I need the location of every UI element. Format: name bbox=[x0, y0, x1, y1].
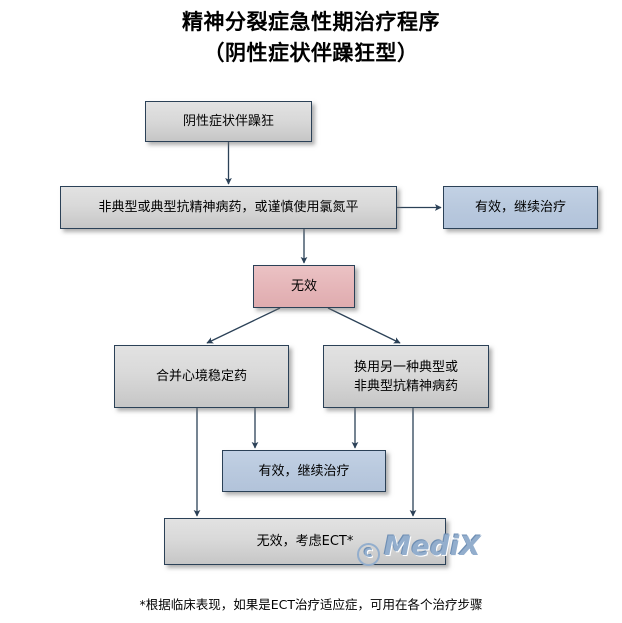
node-n8-label: 无效，考虑ECT* bbox=[256, 534, 354, 549]
node-first-line-treatment[interactable]: 非典型或典型抗精神病药，或谨慎使用氯氮平 bbox=[60, 186, 397, 229]
node-effective-continue-1[interactable]: 有效，继续治疗 bbox=[443, 186, 598, 229]
node-n5-label: 合并心境稳定药 bbox=[155, 369, 247, 384]
node-n1-label: 阴性症状伴躁狂 bbox=[182, 114, 274, 129]
node-add-mood-stabilizer[interactable]: 合并心境稳定药 bbox=[114, 345, 289, 408]
node-ineffective[interactable]: 无效 bbox=[253, 265, 355, 308]
page-subtitle: （阴性症状伴躁狂型） bbox=[203, 41, 419, 65]
node-effective-continue-2[interactable]: 有效，继续治疗 bbox=[222, 450, 386, 492]
node-n4-label: 无效 bbox=[290, 279, 317, 294]
edge-n4-n6 bbox=[327, 307, 401, 344]
node-n3-label: 有效，继续治疗 bbox=[474, 200, 566, 215]
footnote: *根据临床表现，如果是ECT治疗适应症，可用在各个治疗步骤 bbox=[139, 597, 483, 612]
node-n2-label: 非典型或典型抗精神病药，或谨慎使用氯氮平 bbox=[98, 200, 359, 215]
node-symptom-entry[interactable]: 阴性症状伴躁狂 bbox=[145, 101, 312, 142]
node-switch-antipsychotic[interactable]: 换用另一种典型或 非典型抗精神病药 bbox=[323, 345, 489, 408]
edge-n4-n5 bbox=[206, 307, 281, 344]
node-n6-label: 换用另一种典型或 非典型抗精神病药 bbox=[353, 359, 458, 394]
node-consider-ect[interactable]: 无效，考虑ECT* bbox=[164, 518, 446, 565]
page-title: 精神分裂症急性期治疗程序 bbox=[182, 10, 440, 34]
node-n7-label: 有效，继续治疗 bbox=[258, 463, 350, 479]
